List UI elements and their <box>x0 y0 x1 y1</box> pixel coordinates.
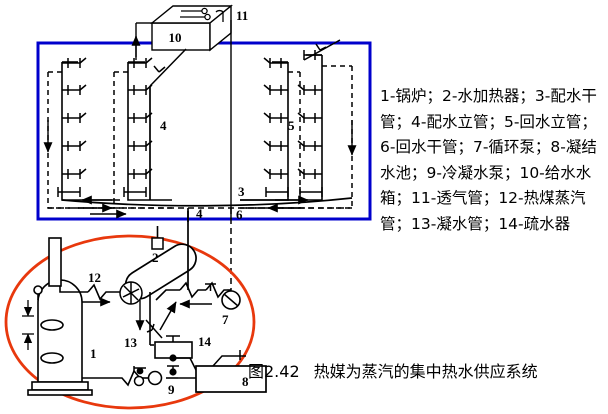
water-heater-2 <box>119 226 197 305</box>
circulation-gate-valve <box>205 283 216 291</box>
trap-outlet-pipe <box>173 357 197 371</box>
component-legend: 1-锅炉；2-水加热器；3-配水干管；4-配水立管；5-回水立管；6-回水干管；… <box>380 87 597 233</box>
feed-water-tank-10 <box>150 4 233 52</box>
riser-group-b-supply <box>127 61 172 201</box>
riser-group-a <box>61 61 120 201</box>
label-6: 6 <box>236 207 243 222</box>
label-3: 3 <box>238 184 245 199</box>
riser-group-d-return <box>240 65 353 209</box>
riser-b-fixtures <box>123 57 153 197</box>
boiler-dimension-arrows <box>22 300 34 350</box>
label-14: 14 <box>198 334 212 349</box>
label-8: 8 <box>242 374 249 389</box>
figure-caption: 图2.42 热媒为蒸汽的集中热水供应系统 <box>248 358 538 382</box>
riser-group-b-return <box>113 71 172 209</box>
condensate-pipe-13 <box>149 292 154 346</box>
figure-number: 图2.42 <box>248 362 300 381</box>
plantroom-highlight-ellipse <box>4 234 256 410</box>
label-12: 12 <box>88 270 101 285</box>
riser-group-c-supply <box>240 61 289 201</box>
riser-d-flow-arrows <box>267 120 357 213</box>
label-5: 5 <box>288 118 295 133</box>
heater-return-branch <box>159 301 177 331</box>
label-4: 4 <box>160 118 167 133</box>
label-1: 1 <box>90 346 97 361</box>
riser-a-fixtures <box>57 57 87 197</box>
boiler-1 <box>27 237 93 396</box>
steam-trap-14 <box>145 319 193 362</box>
tank-top-fittings <box>180 7 224 22</box>
figure-title: 热媒为蒸汽的集中热水供应系统 <box>313 362 538 381</box>
label-10: 10 <box>169 30 182 45</box>
label-11: 11 <box>236 8 248 23</box>
circulation-pump-7 <box>221 290 241 310</box>
riser-d-fixtures <box>297 50 323 197</box>
distribution-main-3 <box>61 197 353 207</box>
label-9: 9 <box>168 382 175 397</box>
riser-d-top-valve <box>303 39 341 61</box>
condensate-tank-8 <box>195 350 267 393</box>
riser-group-a-return <box>47 71 120 209</box>
label-2: 2 <box>152 250 159 265</box>
tank-feed-pipe <box>131 22 152 60</box>
riser-c-fixtures <box>263 57 289 197</box>
label-4b: 4 <box>196 206 203 221</box>
tank-outlet-valve <box>149 48 187 87</box>
condensate-pump-9 <box>133 365 179 387</box>
circulation-return-line <box>155 281 231 301</box>
label-7: 7 <box>222 312 229 327</box>
label-13: 13 <box>124 335 138 350</box>
